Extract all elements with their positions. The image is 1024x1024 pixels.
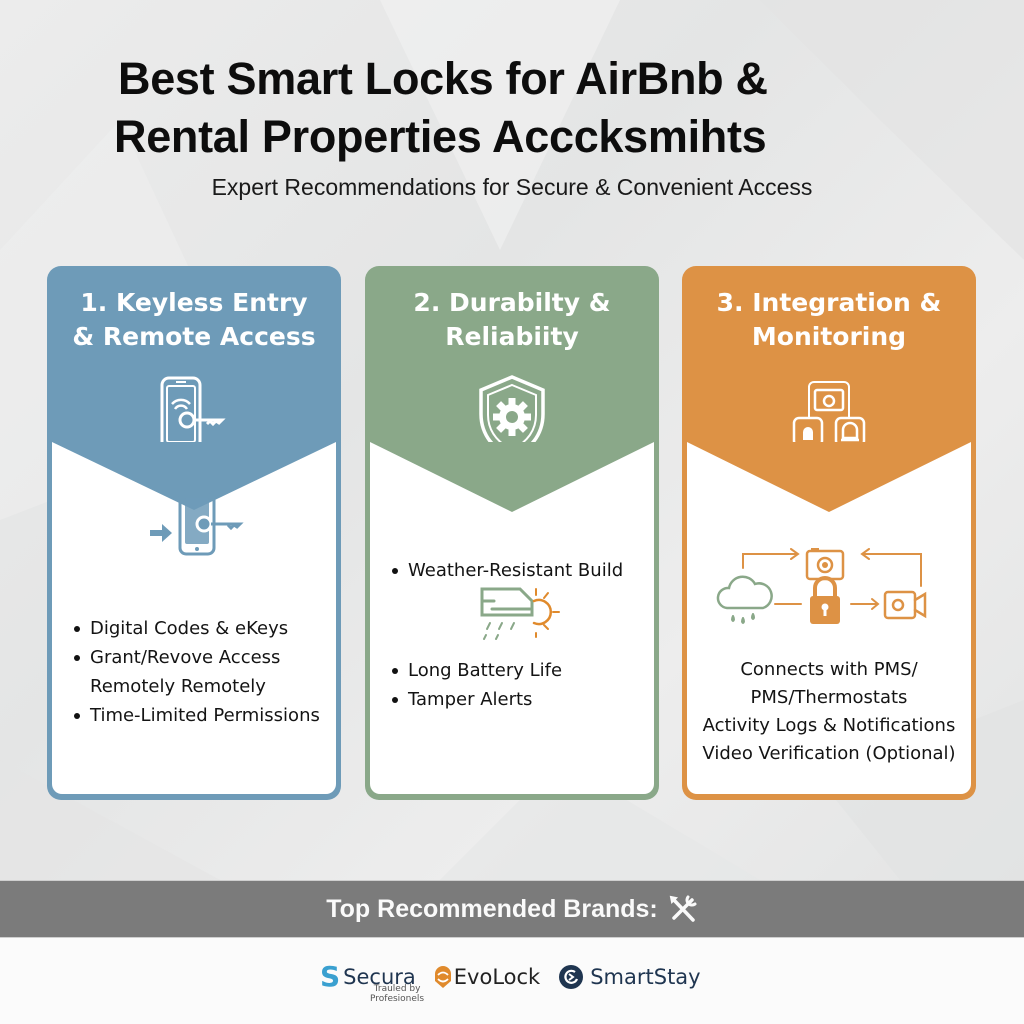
- feature-line: Video Verification (Optional): [702, 743, 956, 764]
- tools-icon: [668, 894, 698, 924]
- card-title-line-2: Reliabiity: [445, 322, 579, 351]
- brands-label: Top Recommended Brands:: [326, 894, 658, 923]
- connected-devices-icon: [791, 380, 867, 471]
- feature-lines: Connects with PMS/ PMS/Thermostats Activ…: [687, 656, 971, 768]
- card-title-line-1: 2. Durabilty &: [413, 288, 611, 317]
- list-item: Time-Limited Permissions: [72, 701, 326, 730]
- list-item: Grant/Revove Access: [72, 643, 326, 672]
- card-integration: 3. Integration & Monitoring: [682, 266, 976, 800]
- tagline-line-1: Trauled by: [373, 984, 421, 994]
- page-title: Best Smart Locks for AirBnb & Rental Pro…: [114, 50, 934, 166]
- brand-name: Secura: [343, 964, 416, 989]
- list-item: Digital Codes & eKeys: [72, 614, 326, 643]
- page-subtitle: Expert Recommendations for Secure & Conv…: [0, 174, 1024, 201]
- phone-key-arrow-icon: [150, 488, 250, 563]
- smartstay-logo-icon: [558, 964, 584, 990]
- evolock-logo-icon: [434, 965, 452, 989]
- card-title-line-2: & Remote Access: [72, 322, 316, 351]
- brand-tagline: Trauled by Profesionels: [370, 984, 424, 1004]
- secura-logo-icon: S: [320, 960, 341, 993]
- card-title: 1. Keyless Entry & Remote Access: [47, 286, 341, 354]
- brand-logos: S Secura Trauled by Profesionels EvoLock…: [320, 960, 719, 1004]
- subtitle-text: Expert Recommendations for Secure & Conv…: [211, 174, 813, 200]
- brand-evolock[interactable]: EvoLock: [434, 965, 540, 989]
- card-title: 3. Integration & Monitoring: [682, 286, 976, 354]
- card-body: Connects with PMS/ PMS/Thermostats Activ…: [687, 442, 971, 794]
- feature-line: Activity Logs & Notifications: [702, 715, 956, 736]
- card-title-line-2: Monitoring: [751, 322, 907, 351]
- card-body: Weather-Resistant Build Long Batte: [370, 442, 654, 794]
- brand-name: SmartStay: [590, 964, 701, 989]
- list-item: Long Battery Life: [390, 656, 644, 685]
- brand-secura[interactable]: S Secura Trauled by Profesionels: [320, 960, 424, 1004]
- card-title-line-1: 1. Keyless Entry: [80, 288, 308, 317]
- feature-line: Connects with PMS/: [740, 659, 918, 680]
- card-title: 2. Durabilty & Reliabiity: [365, 286, 659, 354]
- feature-line: PMS/Thermostats: [750, 687, 908, 708]
- feature-list: Weather-Resistant Build: [390, 556, 644, 585]
- brands-area: [0, 938, 1024, 1024]
- shield-gear-icon: [475, 374, 549, 467]
- card-keyless-entry: 1. Keyless Entry & Remote Access: [47, 266, 341, 800]
- brand-smartstay[interactable]: SmartStay: [558, 964, 701, 990]
- list-item-continuation: Remotely Remotely: [90, 676, 266, 697]
- card-durability: 2. Durabilty & Reliabiity: [365, 266, 659, 800]
- chevron-shape: [52, 442, 336, 510]
- title-line-2: Rental Properties Acccksmihts: [114, 111, 767, 162]
- brands-banner: Top Recommended Brands:: [0, 880, 1024, 938]
- brand-name: EvoLock: [453, 964, 541, 989]
- card-title-line-1: 3. Integration &: [716, 288, 942, 317]
- list-item: Weather-Resistant Build: [390, 556, 644, 585]
- chevron-shape: [370, 442, 654, 512]
- title-line-1: Best Smart Locks for AirBnb &: [118, 53, 768, 104]
- weather-cloud-sun-icon: [480, 587, 562, 652]
- feature-list: Digital Codes & eKeys Grant/Revove Acces…: [72, 614, 326, 730]
- lock-integration-diagram-icon: [715, 548, 945, 645]
- chevron-shape: [687, 442, 971, 512]
- card-body: Digital Codes & eKeys Grant/Revove Acces…: [52, 442, 336, 794]
- feature-list-continued: Long Battery Life Tamper Alerts: [390, 656, 644, 714]
- list-item: Tamper Alerts: [390, 685, 644, 714]
- tagline-line-2: Profesionels: [370, 994, 425, 1004]
